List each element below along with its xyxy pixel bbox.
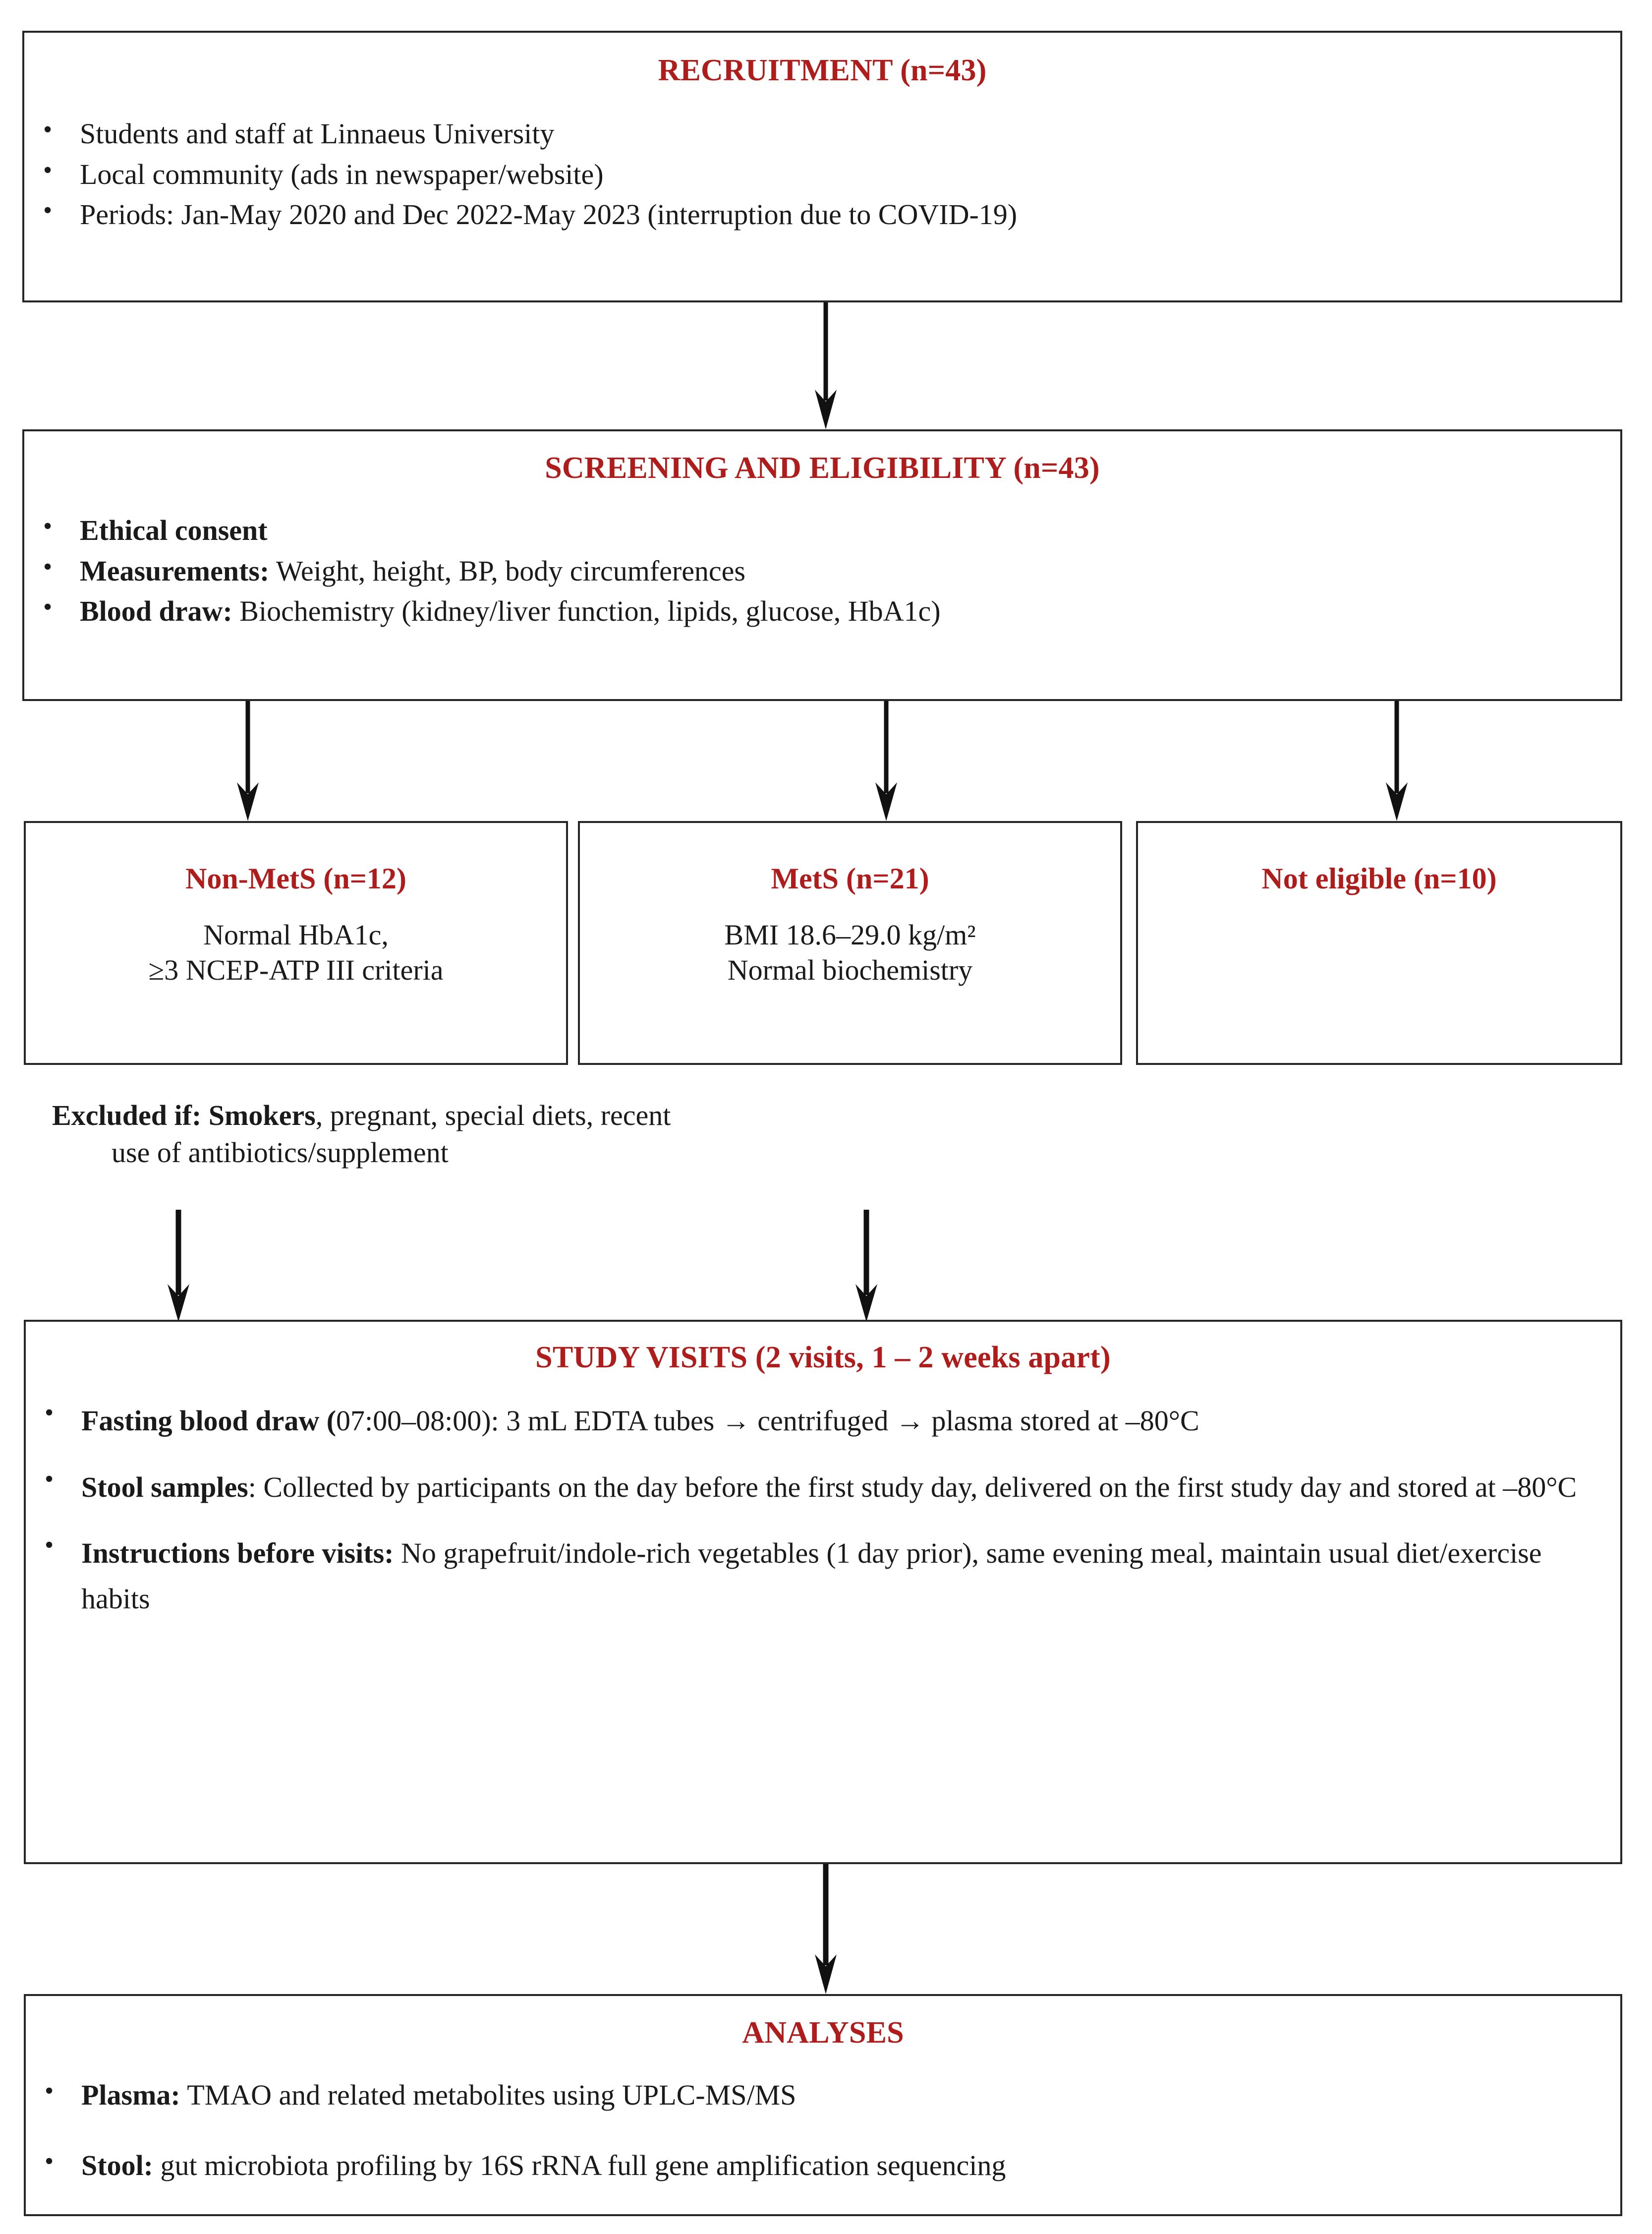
screening-bullet-list: Ethical consent Measurements: Weight, he… (24, 510, 1620, 630)
recruitment-bullet-0: Students and staff at Linnaeus Universit… (80, 118, 555, 150)
study-visits-bullet-list: Fasting blood draw (07:00–08:00): 3 mL E… (26, 1396, 1620, 1622)
node-mets: MetS (n=21) BMI 18.6–29.0 kg/m² Normal b… (578, 821, 1122, 1065)
list-item: Fasting blood draw (07:00–08:00): 3 mL E… (26, 1396, 1586, 1444)
screening-title: SCREENING AND ELIGIBILITY (n=43) (545, 451, 1100, 485)
node-non-mets: Non-MetS (n=12) Normal HbA1c, ≥3 NCEP-AT… (24, 821, 568, 1065)
study-visits-bullet-1-rest: : Collected by participants on the day b… (248, 1470, 1577, 1503)
list-item: Local community (ads in newspaper/websit… (24, 154, 1620, 193)
list-item: Blood draw: Biochemistry (kidney/liver f… (24, 590, 1620, 630)
arrow-screening-to-not-eligible (1382, 701, 1412, 821)
not-eligible-title: Not eligible (n=10) (1261, 862, 1497, 895)
excluded-criteria-text: Excluded if: Smokers, pregnant, special … (52, 1097, 1142, 1172)
node-screening: SCREENING AND ELIGIBILITY (n=43) Ethical… (22, 429, 1622, 701)
list-item: Stool: gut microbiota profiling by 16S r… (26, 2145, 1620, 2184)
list-item: Stool samples: Collected by participants… (26, 1463, 1586, 1510)
analyses-bullet-list: Plasma: TMAO and related metabolites usi… (26, 2074, 1620, 2184)
study-visits-bullet-2-bold: Instructions before visits: (81, 1537, 394, 1570)
excluded-rest: , pregnant, special diets, recent (315, 1099, 671, 1131)
node-analyses: ANALYSES Plasma: TMAO and related metabo… (24, 1994, 1622, 2216)
node-recruitment: RECRUITMENT (n=43) Students and staff at… (22, 31, 1622, 302)
analyses-bullet-1-bold: Stool: (81, 2149, 153, 2181)
node-not-eligible: Not eligible (n=10) (1136, 821, 1622, 1065)
arrow-study-visits-to-analyses (811, 1864, 841, 1994)
excluded-bold: Excluded if: Smokers (52, 1099, 316, 1131)
screening-bullet-2-rest: Biochemistry (kidney/liver function, lip… (232, 594, 941, 627)
study-visits-title: STUDY VISITS (2 visits, 1 – 2 weeks apar… (535, 1341, 1111, 1374)
mets-title: MetS (n=21) (771, 862, 929, 895)
arrow-non-mets-to-study-visits (164, 1210, 193, 1322)
list-item: Periods: Jan-May 2020 and Dec 2022-May 2… (24, 194, 1620, 233)
analyses-bullet-1-rest: gut microbiota profiling by 16S rRNA ful… (153, 2149, 1006, 2181)
non-mets-title: Non-MetS (n=12) (185, 862, 406, 895)
analyses-title: ANALYSES (742, 2016, 904, 2050)
recruitment-bullet-list: Students and staff at Linnaeus Universit… (24, 113, 1620, 233)
non-mets-line1: Normal HbA1c, (203, 919, 389, 951)
node-study-visits: STUDY VISITS (2 visits, 1 – 2 weeks apar… (24, 1320, 1622, 1864)
screening-bullet-1-rest: Weight, height, BP, body circumferences (269, 554, 745, 587)
list-item: Instructions before visits: No grapefrui… (26, 1529, 1586, 1621)
non-mets-line2: ≥3 NCEP-ATP III criteria (148, 953, 444, 986)
mets-line2: Normal biochemistry (727, 953, 973, 986)
analyses-bullet-0-rest: TMAO and related metabolites using UPLC-… (180, 2079, 797, 2112)
arrow-screening-to-mets (871, 701, 901, 821)
analyses-bullet-0-bold: Plasma: (81, 2079, 180, 2112)
screening-bullet-1-bold: Measurements: (80, 554, 270, 587)
recruitment-bullet-1: Local community (ads in newspaper/websit… (80, 158, 604, 190)
list-item: Plasma: TMAO and related metabolites usi… (26, 2074, 1620, 2114)
arrow-mets-to-study-visits (852, 1210, 881, 1322)
study-visits-bullet-2-rest: No grapefruit/indole-rich vegetables (1 … (81, 1537, 1542, 1615)
study-visits-bullet-0-rest: 07:00–08:00): 3 mL EDTA tubes → centrifu… (336, 1405, 1199, 1437)
screening-bullet-2-bold: Blood draw: (80, 594, 232, 627)
study-visits-bullet-1-bold: Stool samples (81, 1470, 248, 1503)
arrow-recruitment-to-screening (811, 302, 841, 429)
screening-bullet-0-bold: Ethical consent (80, 514, 268, 547)
excluded-line2: use of antibiotics/supplement (112, 1136, 449, 1169)
list-item: Students and staff at Linnaeus Universit… (24, 113, 1620, 152)
recruitment-bullet-2: Periods: Jan-May 2020 and Dec 2022-May 2… (80, 198, 1018, 231)
excluded-line1: Excluded if: Smokers, pregnant, special … (52, 1099, 671, 1131)
arrow-screening-to-non-mets (233, 701, 263, 821)
recruitment-title: RECRUITMENT (n=43) (658, 54, 987, 87)
study-visits-bullet-0-bold: Fasting blood draw ( (81, 1405, 337, 1437)
list-item: Ethical consent (24, 510, 1620, 549)
list-item: Measurements: Weight, height, BP, body c… (24, 550, 1620, 589)
mets-line1: BMI 18.6–29.0 kg/m² (724, 919, 976, 951)
